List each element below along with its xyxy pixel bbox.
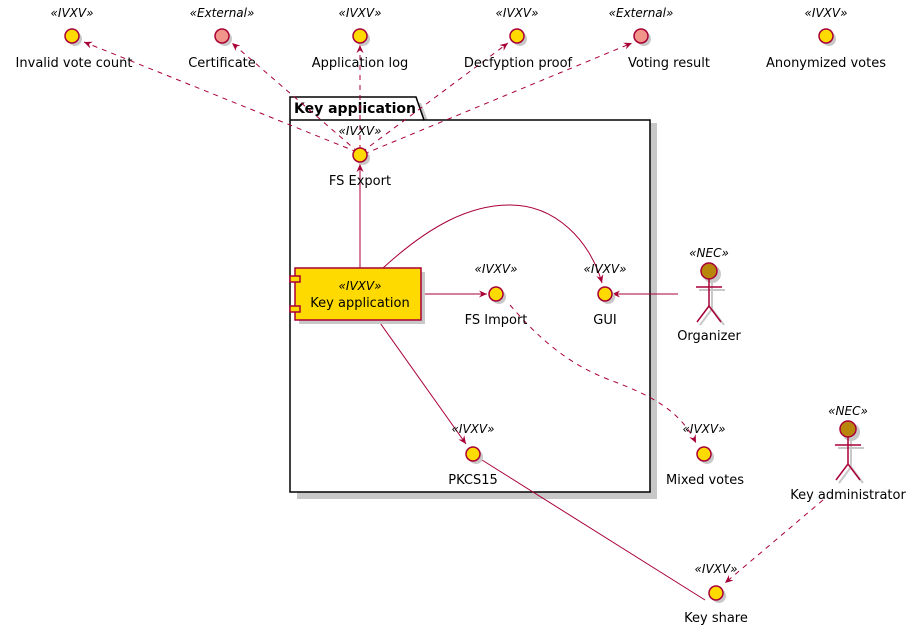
interface-label: Certificate bbox=[188, 56, 256, 71]
interface-invalid-vote-count: «IVXV» Invalid vote count bbox=[16, 6, 133, 71]
interface-circle bbox=[64, 28, 80, 44]
interface-label: Application log bbox=[312, 56, 409, 71]
edge-component-pkcs15 bbox=[377, 319, 467, 445]
interface-key-share: «IVXV» Key share bbox=[684, 562, 748, 626]
actor-label: Organizer bbox=[677, 329, 741, 344]
stereotype-label: «IVXV» bbox=[51, 6, 94, 20]
component-box bbox=[294, 267, 422, 321]
interface-anonymized-votes: «IVXV» Anonymized votes bbox=[766, 6, 886, 71]
interface-pkcs15: «IVXV» PKCS15 bbox=[448, 422, 498, 488]
stereotype-label: «IVXV» bbox=[475, 262, 518, 276]
interface-label: FS Export bbox=[329, 174, 391, 189]
interface-circle bbox=[465, 446, 481, 462]
actor-key-administrator: «NEC» Key administrator bbox=[790, 404, 906, 503]
interface-voting-result: «External» Voting result bbox=[609, 6, 710, 71]
interface-circle bbox=[708, 585, 724, 601]
stereotype-label: «IVXV» bbox=[339, 124, 382, 138]
stereotype-label: «IVXV» bbox=[452, 422, 495, 436]
interface-gui: «IVXV» GUI bbox=[584, 262, 627, 328]
interface-fs-import: «IVXV» FS Import bbox=[465, 262, 528, 328]
interface-circle bbox=[696, 446, 712, 462]
interface-circle bbox=[352, 28, 368, 44]
interface-label: Voting result bbox=[628, 56, 710, 71]
interface-circle bbox=[509, 28, 525, 44]
component-port-icon bbox=[289, 305, 301, 313]
interface-label: Invalid vote count bbox=[16, 56, 133, 71]
stereotype-label: «External» bbox=[190, 6, 255, 20]
stereotype-label: «IVXV» bbox=[584, 262, 627, 276]
edge-pkcs15-keyshare bbox=[481, 459, 706, 601]
edge-fsexport-voting bbox=[363, 42, 633, 155]
stereotype-label: «External» bbox=[609, 6, 674, 20]
interface-decryption-proof: «IVXV» Decfyption proof bbox=[464, 6, 573, 71]
interface-label: GUI bbox=[593, 313, 616, 328]
interface-circle bbox=[488, 286, 504, 302]
stereotype-label: «IVXV» bbox=[496, 6, 539, 20]
edge-fsimport-mixed bbox=[509, 304, 697, 444]
stereotype-label: «IVXV» bbox=[695, 562, 738, 576]
component-key-application: «IVXV» Key application bbox=[289, 267, 425, 324]
stereotype-label: «IVXV» bbox=[339, 279, 382, 293]
edge-fsexport-decryption bbox=[361, 42, 509, 153]
actor-label: Key administrator bbox=[790, 488, 906, 503]
interface-circle bbox=[352, 147, 368, 163]
stereotype-label: «IVXV» bbox=[683, 422, 726, 436]
interface-label: Anonymized votes bbox=[766, 56, 886, 71]
interface-label: Mixed votes bbox=[666, 473, 744, 488]
person-icon bbox=[696, 262, 722, 323]
edge-fsexport-certificate bbox=[231, 42, 359, 153]
edge-keyadmin-keyshare bbox=[724, 499, 824, 584]
edges bbox=[83, 41, 824, 601]
edge-component-gui bbox=[382, 204, 604, 284]
interface-certificate: «External» Certificate bbox=[188, 6, 256, 71]
interface-label: Decfyption proof bbox=[464, 56, 573, 71]
person-icon bbox=[835, 420, 861, 481]
package-title: Key application bbox=[294, 101, 416, 117]
interface-label: FS Import bbox=[465, 313, 528, 328]
stereotype-label: «NEC» bbox=[828, 404, 868, 418]
stereotype-label: «IVXV» bbox=[805, 6, 848, 20]
component-port-icon bbox=[289, 275, 301, 283]
interface-label: Key share bbox=[684, 611, 748, 626]
interface-circle bbox=[818, 28, 834, 44]
interface-circle bbox=[214, 28, 230, 44]
stereotype-label: «IVXV» bbox=[339, 6, 382, 20]
actor-organizer: «NEC» Organizer bbox=[677, 246, 741, 344]
interface-circle bbox=[633, 28, 649, 44]
interface-mixed-votes: «IVXV» Mixed votes bbox=[666, 422, 744, 488]
stereotype-label: «NEC» bbox=[689, 246, 729, 260]
interface-fs-export: «IVXV» FS Export bbox=[329, 124, 391, 189]
interface-label: PKCS15 bbox=[448, 473, 498, 488]
interface-application-log: «IVXV» Application log bbox=[312, 6, 409, 71]
component-label: Key application bbox=[310, 296, 409, 311]
interface-circle bbox=[597, 286, 613, 302]
